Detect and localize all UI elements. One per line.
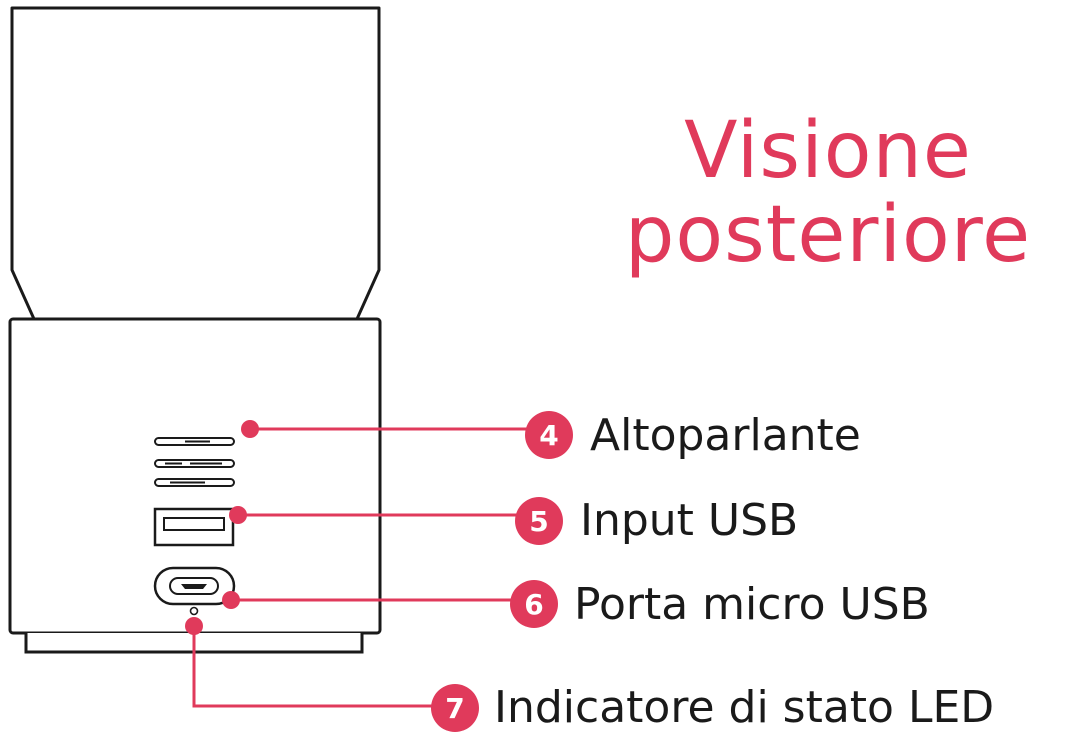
leader-dots xyxy=(185,420,259,635)
callout-badge-5: 5 xyxy=(515,497,563,545)
callout-badge-4: 4 xyxy=(525,411,573,459)
led-indicator-icon xyxy=(189,606,199,616)
callout-badge-6: 6 xyxy=(510,580,558,628)
micro-usb-port-icon xyxy=(153,566,236,606)
callout-label-usb-input: Input USB xyxy=(580,495,799,546)
callout-number-6: 6 xyxy=(524,588,543,621)
device-upper-body xyxy=(10,6,381,321)
callout-number-4: 4 xyxy=(539,419,558,452)
leader-lines xyxy=(192,427,530,708)
speaker-grille-icon xyxy=(154,437,235,487)
callout-badge-7: 7 xyxy=(431,684,479,732)
usb-port-icon xyxy=(153,507,235,547)
callout-label-speaker: Altoparlante xyxy=(590,410,861,461)
title-line-1: Visione xyxy=(684,106,972,196)
title-line-2: posteriore xyxy=(624,190,1032,280)
callout-label-micro-usb: Porta micro USB xyxy=(574,579,930,630)
callout-number-5: 5 xyxy=(529,505,548,538)
callout-label-led: Indicatore di stato LED xyxy=(494,682,995,733)
callout-number-7: 7 xyxy=(445,692,464,725)
